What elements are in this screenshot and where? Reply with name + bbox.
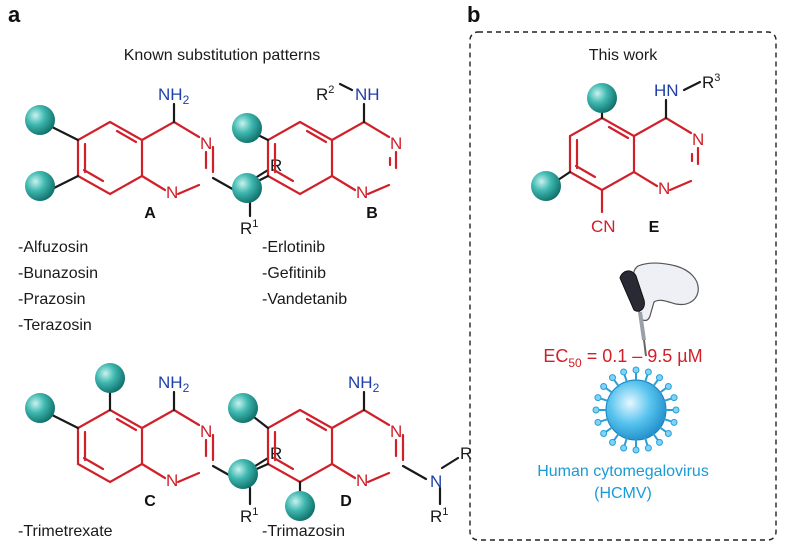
- r-group: R2: [316, 84, 334, 104]
- panel-a-heading: Known substitution patterns: [124, 47, 321, 64]
- virus-spike-tip: [632, 446, 640, 454]
- drug-name: -Vandetanib: [262, 291, 347, 308]
- scaffold-a: NH2 N N N R R1 A: [25, 85, 282, 238]
- virus-spike-tip: [672, 406, 680, 414]
- virus-spike-tip: [632, 366, 640, 374]
- virus-spike-tip: [608, 374, 616, 382]
- drug-name: -Prazosin: [18, 291, 86, 308]
- virus-spike-tip: [608, 438, 616, 446]
- scaffold-d: NH2 N N N R R1 D: [228, 373, 472, 526]
- compound-label: E: [649, 219, 660, 236]
- amine-label: HN: [654, 81, 679, 100]
- substituent-ball: [228, 459, 258, 489]
- drug-list-a: -Alfuzosin -Bunazosin -Prazosin -Terazos…: [18, 239, 98, 334]
- ec50-value: EC50 = 0.1 – 9.5 µM: [543, 346, 702, 370]
- substituent-ball: [228, 393, 258, 423]
- ring-nitrogen: N: [166, 471, 178, 490]
- substituent-ball: [95, 363, 125, 393]
- panel-b-heading: This work: [589, 47, 658, 64]
- substituent-ball: [232, 113, 262, 143]
- panel-b-letter: b: [467, 2, 480, 27]
- ring-nitrogen: N: [390, 134, 402, 153]
- drug-name: -Terazosin: [18, 317, 92, 334]
- substituent-ball: [25, 393, 55, 423]
- r-group: R1: [240, 506, 258, 526]
- virus-spike-tip: [644, 444, 652, 452]
- r-group: R: [460, 444, 472, 463]
- virus-spike-tip: [620, 368, 628, 376]
- virus-icon: [592, 366, 680, 454]
- ring-nitrogen: N: [658, 179, 670, 198]
- scaffold-c: NH2 N N N R R1 C: [25, 363, 282, 526]
- drug-name: -Alfuzosin: [18, 239, 88, 256]
- virus-spike-tip: [670, 418, 678, 426]
- virus-spike-tip: [664, 382, 672, 390]
- virus-spike-tip: [620, 444, 628, 452]
- virus-spike-tip: [594, 394, 602, 402]
- side-nitrogen: N: [430, 472, 442, 491]
- amine-label: NH2: [348, 373, 380, 395]
- amine-label: NH2: [158, 373, 190, 395]
- substituent-ball: [531, 171, 561, 201]
- ring-nitrogen: N: [166, 183, 178, 202]
- virus-spike-tip: [594, 418, 602, 426]
- r-group: R1: [240, 218, 258, 238]
- virus-spike-tip: [600, 430, 608, 438]
- substituent-ball: [587, 83, 617, 113]
- virus-spike-tip: [656, 374, 664, 382]
- virus-spike-tip: [644, 368, 652, 376]
- r-group: R1: [430, 506, 448, 526]
- nitrile-label: CN: [591, 217, 616, 236]
- drug-name: -Trimetrexate: [18, 523, 113, 540]
- ring-nitrogen: N: [390, 422, 402, 441]
- substituent-ball: [25, 105, 55, 135]
- panel-b-box: [469, 31, 777, 541]
- virus-spike-tip: [600, 382, 608, 390]
- pipette-hand-icon: [619, 262, 699, 357]
- drug-name: -Trimazosin: [262, 523, 345, 540]
- panel-a-letter: a: [8, 2, 21, 27]
- drug-name: -Erlotinib: [262, 239, 325, 256]
- ring-nitrogen: N: [356, 183, 368, 202]
- virus-abbrev: (HCMV): [594, 485, 652, 502]
- scaffold-e: HN R3 N N CN E: [531, 72, 720, 236]
- ring-nitrogen: N: [200, 422, 212, 441]
- substituent-ball: [232, 173, 262, 203]
- drug-name: -Gefitinib: [262, 265, 326, 282]
- drug-list-b: -Erlotinib -Gefitinib -Vandetanib: [262, 239, 347, 308]
- substituent-ball: [285, 491, 315, 521]
- ring-nitrogen: N: [692, 130, 704, 149]
- scaffold-b: R2 NH N N B: [232, 82, 402, 222]
- virus-spike-tip: [656, 438, 664, 446]
- substituent-ball: [25, 171, 55, 201]
- virus-spike-tip: [670, 394, 678, 402]
- r-group: R3: [702, 72, 720, 92]
- ring-nitrogen: N: [200, 134, 212, 153]
- virus-spike-tip: [592, 406, 600, 414]
- virus-name: Human cytomegalovirus: [537, 463, 709, 480]
- compound-label: B: [366, 205, 378, 222]
- amine-label: NH2: [158, 85, 190, 107]
- virus-spike-tip: [664, 430, 672, 438]
- compound-label: D: [340, 493, 352, 510]
- amine-label: NH: [355, 85, 380, 104]
- drug-name: -Bunazosin: [18, 265, 98, 282]
- compound-label: C: [144, 493, 156, 510]
- ring-nitrogen: N: [356, 471, 368, 490]
- compound-label: A: [144, 205, 156, 222]
